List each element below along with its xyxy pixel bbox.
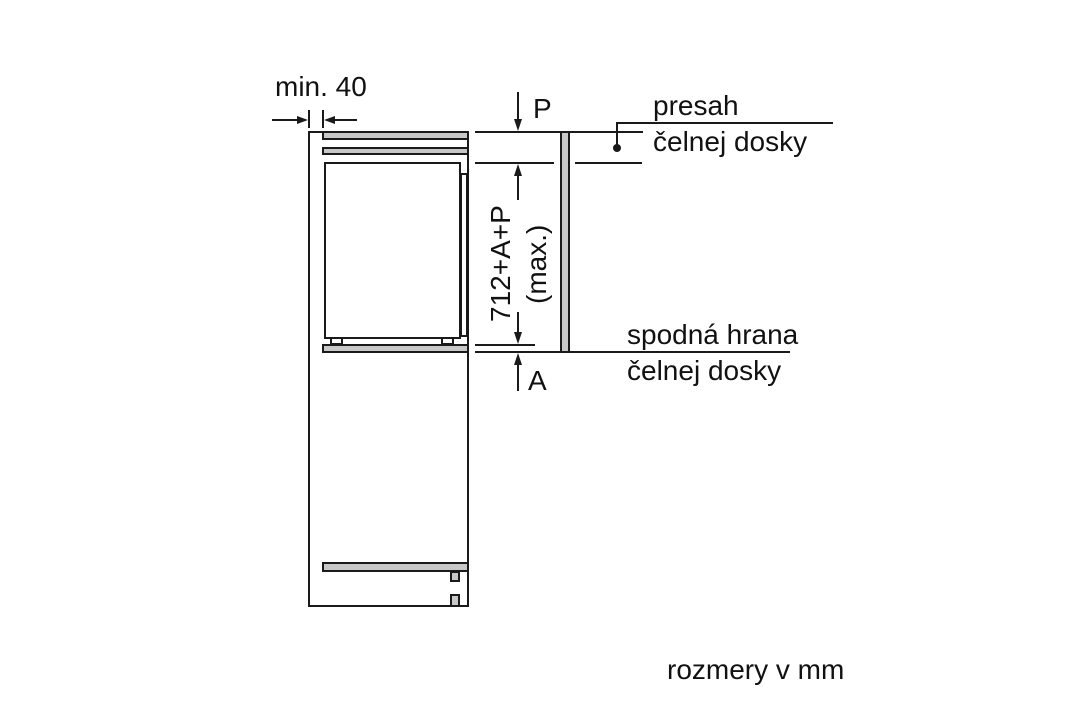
appliance-foot-left <box>330 337 343 345</box>
min-gap-dimension: min. 40 <box>272 71 367 128</box>
reference-lines <box>475 122 833 353</box>
upper-shelf <box>322 147 469 155</box>
overlap-arrow: P <box>514 92 552 131</box>
bottom-edge-label-line1: spodná hrana <box>627 319 799 350</box>
overlap-label-line1: presah <box>653 90 739 121</box>
height-dimension: 712+A+P (max.) <box>485 164 552 344</box>
front-panel <box>560 131 570 353</box>
bottom-symbol: A <box>528 365 547 396</box>
appliance-foot-right <box>441 337 454 345</box>
hinge-block-lower <box>450 594 460 607</box>
appliance-door-edge <box>460 173 468 337</box>
appliance-body <box>324 162 461 339</box>
height-formula: 712+A+P <box>485 205 516 322</box>
overlap-symbol: P <box>533 93 552 124</box>
cabinet <box>308 131 469 607</box>
lower-shelf <box>322 562 469 572</box>
overlap-label-line2: čelnej dosky <box>653 126 807 157</box>
units-note: rozmery v mm <box>667 654 844 685</box>
height-qualifier: (max.) <box>521 225 552 304</box>
appliance-base-shelf <box>322 344 469 353</box>
top-panel <box>322 131 469 140</box>
bottom-arrow: A <box>514 353 547 396</box>
hinge-block-upper <box>450 571 460 582</box>
min-gap-label: min. 40 <box>275 71 367 102</box>
bottom-edge-label-line2: čelnej dosky <box>627 355 781 386</box>
